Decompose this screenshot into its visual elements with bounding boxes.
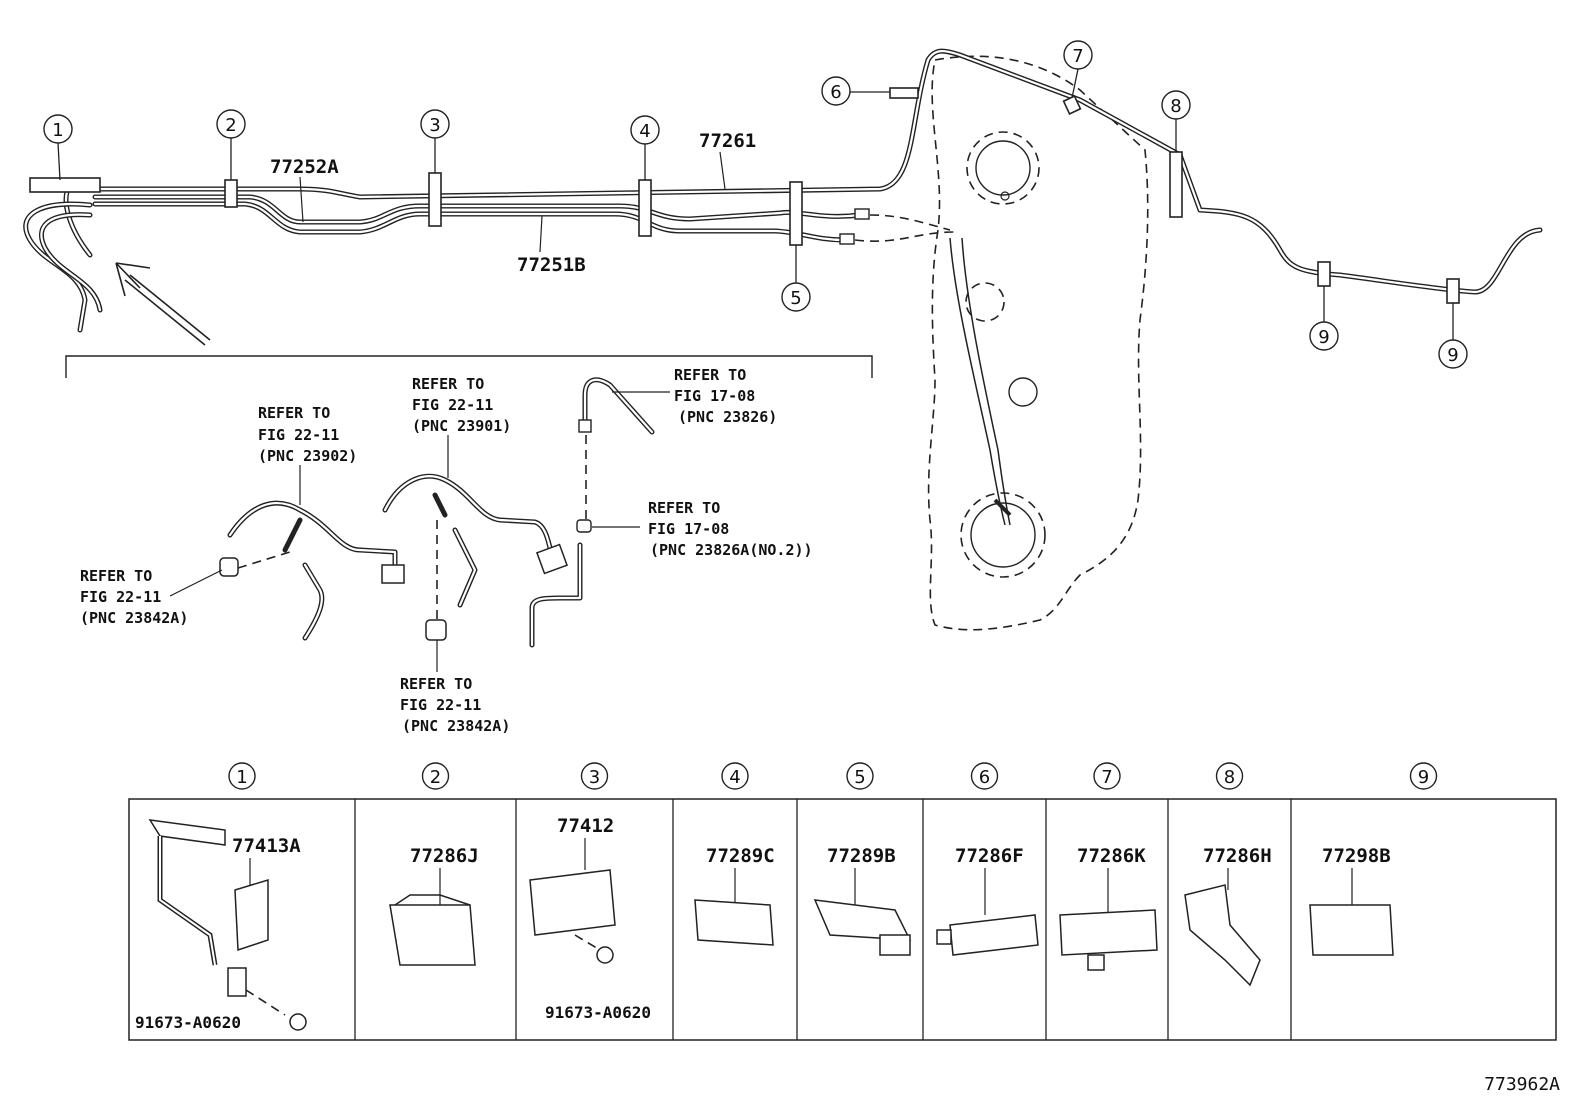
- table-sub-part-number: 91673-A0620: [545, 1003, 651, 1022]
- callouts: 1 2 3 4 5 6 7: [43, 40, 1468, 369]
- ref-note-23902: REFER TO FIG 22-11 (PNC 23902): [258, 404, 357, 465]
- table-header-circle: [721, 762, 749, 790]
- svg-text:9: 9: [1318, 327, 1329, 348]
- table-header-circle: [580, 762, 609, 790]
- table-sub-part-number: 91673-A0620: [135, 1013, 241, 1032]
- table-header-circle: [970, 762, 999, 790]
- table-header-circle: [1215, 762, 1244, 790]
- svg-text:2: 2: [225, 115, 236, 136]
- table-header: 4: [729, 767, 740, 788]
- table-part-number: 77412: [557, 815, 614, 837]
- svg-text:5: 5: [790, 288, 801, 309]
- clamp-illustrations: [148, 819, 1394, 1031]
- clamp-table: 1 77413A 91673-A0620 2 77286J 3 77412 91673-A06…: [128, 762, 1557, 1041]
- ref-note-23842a-left: REFER TO FIG 22-11 (PNC 23842A): [80, 567, 188, 627]
- table-part-number: 77286J: [410, 845, 479, 867]
- ref-note-23842a-bottom: REFER TO FIG 22-11 (PNC 23842A): [400, 675, 510, 735]
- detail-view: REFER TO FIG 22-11 (PNC 23902) REFER TO …: [65, 355, 873, 735]
- table-header-circle: [846, 762, 874, 790]
- svg-text:6: 6: [830, 82, 841, 103]
- callout-4: 4: [630, 115, 660, 180]
- table-header-circle: [1409, 762, 1438, 790]
- ref-note-23901: REFER TO FIG 22-11 (PNC 23901): [412, 375, 511, 435]
- callout-8: 8: [1161, 90, 1191, 152]
- callout-3: 3: [420, 109, 450, 173]
- table-part-number: 77298B: [1322, 845, 1391, 867]
- svg-text:9: 9: [1447, 345, 1458, 366]
- table-header-circle: [1093, 762, 1121, 790]
- fuel-line-77261: [92, 48, 1543, 295]
- line-clamps: [224, 87, 1460, 304]
- callout-9: 9: [1438, 303, 1468, 369]
- part-label: 77251B: [517, 254, 586, 276]
- hose-dashed-lower: [854, 231, 956, 242]
- table-header: 9: [1418, 767, 1429, 788]
- line-part-labels: 77252A 77261 77251B: [270, 130, 756, 276]
- callout-9: 9: [1309, 286, 1339, 351]
- callout-6: 6: [821, 76, 890, 106]
- table-header: 2: [430, 767, 441, 788]
- table-header: 6: [979, 767, 990, 788]
- table-header: 8: [1224, 767, 1235, 788]
- table-part-number: 77286K: [1077, 845, 1146, 867]
- callout-5: 5: [781, 245, 811, 312]
- table-part-number: 77286H: [1203, 845, 1272, 867]
- svg-text:8: 8: [1170, 96, 1181, 117]
- table-part-number: 77289B: [827, 845, 896, 867]
- figure-id: 773962A: [1484, 1074, 1560, 1095]
- svg-text:3: 3: [429, 115, 440, 136]
- front-hoses: [23, 177, 103, 333]
- svg-text:4: 4: [639, 121, 650, 142]
- svg-text:7: 7: [1072, 46, 1083, 67]
- table-part-number: 77413A: [232, 835, 301, 857]
- table-header: 1: [236, 767, 247, 788]
- table-header: 5: [854, 767, 865, 788]
- hose-connector: [839, 233, 855, 245]
- table-header: 7: [1101, 767, 1112, 788]
- ref-note-23826: REFER TO FIG 17-08 (PNC 23826): [674, 366, 777, 426]
- table-header-circle: [228, 762, 256, 790]
- table-header-circle: [421, 762, 450, 790]
- table-header: 3: [589, 767, 600, 788]
- fuel-line-77252a: [92, 194, 863, 225]
- svg-text:1: 1: [52, 120, 63, 141]
- direction-arrow: [115, 262, 211, 346]
- table-part-number: 77286F: [955, 845, 1024, 867]
- callout-2: 2: [216, 109, 246, 180]
- hose-connector: [854, 208, 870, 220]
- part-label: 77252A: [270, 156, 339, 178]
- fuel-tank-outline: [927, 55, 1149, 631]
- part-label: 77261: [699, 130, 756, 152]
- hose-dashed-upper: [869, 214, 951, 231]
- fuel-line-77251b: [92, 201, 848, 243]
- table-part-number: 77289C: [706, 845, 775, 867]
- callout-1: 1: [43, 114, 73, 181]
- callout-7: 7: [1063, 40, 1093, 99]
- ref-note-23826a: REFER TO FIG 17-08 (PNC 23826A(NO.2)): [648, 499, 813, 559]
